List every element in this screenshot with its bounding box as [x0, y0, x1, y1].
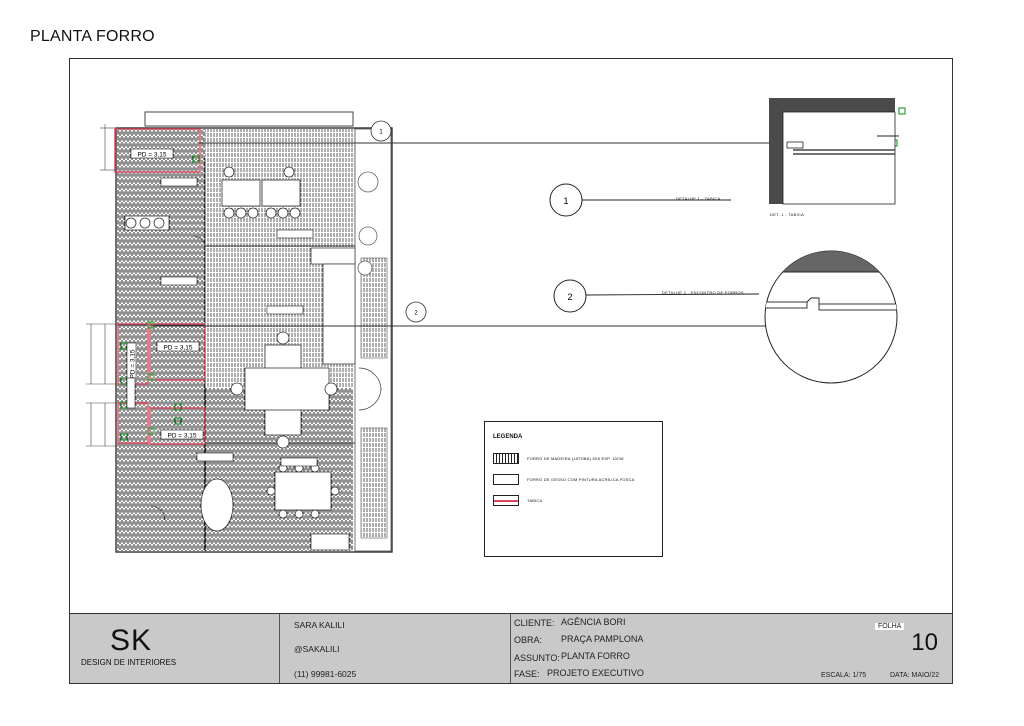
designer-cell: SARA KALILI @SAKALILI (11) 99981-6025 [280, 614, 511, 683]
obra-value: PRAÇA PAMPLONA [561, 634, 644, 644]
logo-subtitle: DESIGN DE INTERIORES [81, 658, 177, 667]
detail-1-section [769, 98, 899, 205]
svg-text:1: 1 [563, 196, 568, 206]
collaborative-table [230, 331, 338, 449]
detail-callout-2: 2 [553, 279, 760, 313]
door-swings [150, 235, 382, 521]
small-marker-2: 2 [405, 301, 427, 323]
svg-text:2: 2 [414, 311, 418, 317]
assunto-value: PLANTA FORRO [561, 651, 630, 661]
obra-label: OBRA: [514, 635, 543, 645]
plaster-swatch [493, 474, 519, 485]
pd-label-1: PD = 3,15 [130, 148, 174, 159]
logo-cell: SK DESIGN DE INTERIORES [70, 614, 280, 683]
page-title: PLANTA FORRO [30, 28, 155, 45]
fase-label: FASE: [514, 669, 540, 679]
sideboard [322, 263, 356, 365]
plant-icons [357, 171, 379, 276]
data-date: DATA: MAIO/22 [890, 672, 940, 679]
detail-callout-1: 1 [549, 183, 731, 217]
wood-swatch [493, 453, 519, 464]
ceiling-tags [126, 177, 318, 467]
ceiling-plan-drawing: PD = 3,15 PD = 3,15 PD = 3,15 PD = 3,15 … [86, 98, 906, 553]
legend-title: LEGENDA [493, 434, 523, 440]
top-counter [144, 111, 354, 127]
svg-text:PD = 3,15: PD = 3,15 [137, 152, 166, 159]
svg-text:PD = 3,15: PD = 3,15 [167, 433, 196, 440]
svg-text:1: 1 [379, 130, 383, 136]
green-markers [120, 107, 906, 441]
escala: ESCALA: 1/75 [821, 672, 867, 679]
assunto-label: ASSUNTO: [514, 653, 560, 663]
title-block: SK DESIGN DE INTERIORES SARA KALILI @SAK… [69, 613, 953, 684]
detail-2-zoom-circle [764, 250, 898, 384]
svg-text:2: 2 [567, 292, 572, 302]
svg-text:PD = 3,15: PD = 3,15 [163, 345, 192, 352]
cliente-label: CLIENTE: [514, 618, 555, 628]
dimension-lines [86, 124, 117, 447]
oval-table [200, 478, 234, 532]
designer-phone: (11) 99981-6025 [294, 669, 357, 679]
cliente-value: AGÊNCIA BORI [561, 617, 626, 627]
small-marker-1: 1 [370, 120, 392, 142]
folha-label: FOLHA [875, 623, 905, 630]
dining-table [266, 463, 340, 519]
designer-name: SARA KALILI [294, 620, 345, 630]
designer-handle: @SAKALILI [294, 644, 340, 654]
sk-logo: SK [110, 624, 153, 657]
tabica-swatch [493, 495, 519, 506]
svg-text:PD = 3,15: PD = 3,15 [130, 349, 137, 378]
project-info-cell: CLIENTE: AGÊNCIA BORI OBRA: PRAÇA PAMPLO… [511, 614, 952, 683]
corridor-planter-2 [360, 427, 388, 539]
legend-box: LEGENDA FORRO DE MADEIRA (JATOBÁ) 5X5 ES… [484, 421, 663, 557]
pd-label-2: PD = 3,15 [156, 341, 200, 352]
detail-2-label: DETALHE 2 - ENCONTRO DE FORROS [662, 290, 744, 295]
pd-label-4: PD = 3,15 [160, 429, 204, 440]
fase-value: PROJETO EXECUTIVO [547, 668, 644, 678]
detail-1-label: DETALHE 1 - TABICA [676, 196, 721, 201]
section-caption: DET. 1 - TABICA [770, 212, 805, 217]
sheet-number: 10 [911, 629, 938, 656]
workstation-desks [124, 166, 301, 231]
outer-wall [115, 127, 393, 553]
